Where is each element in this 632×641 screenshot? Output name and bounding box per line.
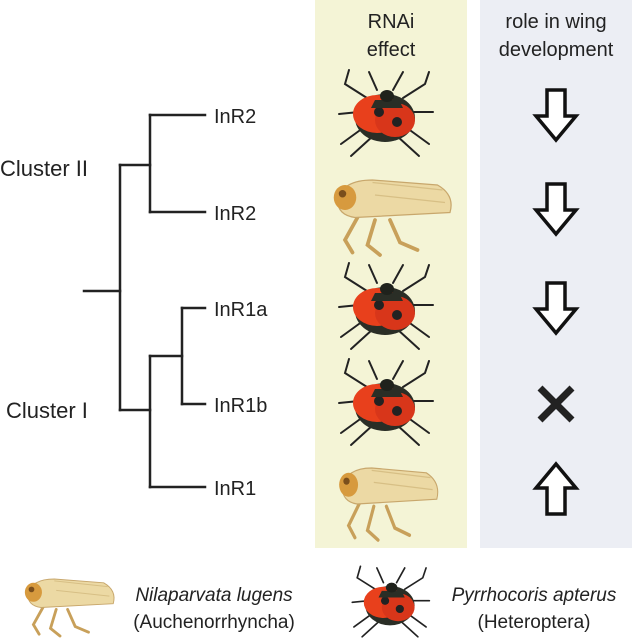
phylogenetic-tree (82, 113, 207, 489)
cluster-ii-label: Cluster II (0, 156, 88, 181)
role-header-line1: role in wing (505, 11, 606, 33)
legend-firebug-species: Pyrrhocoris apterus (452, 585, 617, 606)
gene-label: InR1b (214, 395, 267, 417)
role-header-line2: development (499, 39, 614, 61)
gene-label: InR1a (214, 299, 268, 321)
legend-planthopper-image (23, 577, 116, 638)
cluster-i-label: Cluster I (6, 398, 88, 423)
cross-icon (537, 385, 575, 423)
legend-planthopper-species: Nilaparvata lugens (135, 585, 293, 606)
gene-label: InR1 (214, 478, 256, 500)
rnai-header-line2: effect (367, 39, 416, 61)
gene-label: InR2 (214, 106, 256, 128)
gene-label: InR2 (214, 203, 256, 225)
rnai-effect-panel (315, 0, 467, 548)
legend-planthopper-group: (Auchenorrhyncha) (133, 612, 295, 633)
rnai-header-line1: RNAi (368, 11, 415, 33)
legend-firebug-group: (Heteroptera) (478, 612, 591, 633)
legend-firebug-image (351, 565, 431, 638)
